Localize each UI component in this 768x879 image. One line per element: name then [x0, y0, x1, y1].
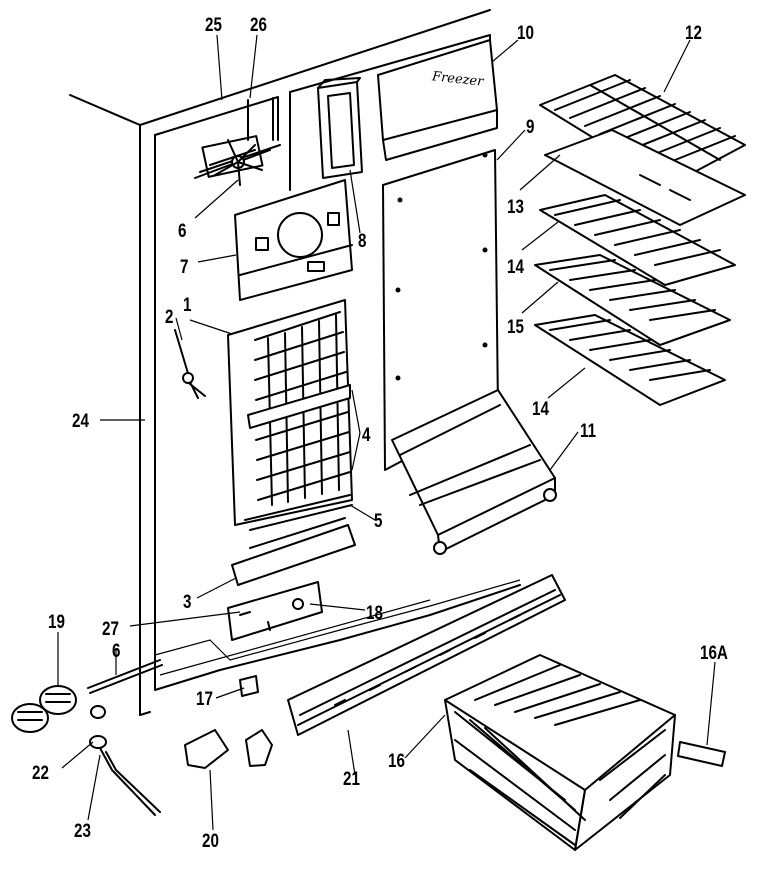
callout-23: 23: [74, 821, 91, 842]
drain-trough: [231, 517, 356, 586]
damper-link: [89, 705, 161, 816]
callout-11: 11: [580, 421, 597, 442]
cabinet-liner: [69, 9, 521, 716]
control-rod: [87, 659, 163, 694]
callout-26: 26: [250, 15, 267, 36]
callout-5: 5: [374, 511, 383, 532]
callout-14-upper: 14: [507, 257, 524, 278]
callout-2: 2: [165, 307, 174, 328]
callout-1: 1: [183, 295, 192, 316]
wire-basket: [444, 654, 676, 851]
callout-8: 8: [358, 231, 367, 252]
fastener-17: [239, 675, 259, 697]
callout-4: 4: [362, 425, 371, 446]
defrost-sensor: [174, 329, 206, 399]
evaporator-cover: [234, 179, 353, 301]
callout-16A: 16A: [700, 643, 728, 664]
control-knobs: [11, 685, 77, 733]
callout-9: 9: [526, 117, 535, 138]
callout-19: 19: [48, 612, 65, 633]
callout-22: 22: [32, 763, 49, 784]
callout-17: 17: [196, 689, 213, 710]
callout-7: 7: [180, 257, 189, 278]
wire-shelves: [534, 74, 746, 406]
callout-6-lower: 6: [112, 641, 121, 662]
fan-motor-assembly: [194, 97, 281, 186]
basket-slide-16A: [677, 741, 726, 767]
air-duct: [317, 77, 363, 179]
basket-rail: [287, 574, 566, 736]
callout-16: 16: [388, 751, 405, 772]
callout-12: 12: [685, 23, 702, 44]
callout-3: 3: [183, 592, 192, 613]
callout-10: 10: [517, 23, 534, 44]
callout-14-lower: 14: [532, 399, 549, 420]
callout-25: 25: [205, 15, 222, 36]
callout-20: 20: [202, 831, 219, 852]
callout-21: 21: [343, 769, 360, 790]
bottom-drain-pan: [391, 389, 557, 555]
leader-lines: [57, 34, 716, 831]
callout-27: 27: [102, 619, 119, 640]
callout-15: 15: [507, 317, 524, 338]
mounting-bracket: [227, 581, 323, 641]
callout-6-upper: 6: [178, 221, 187, 242]
callout-13: 13: [507, 197, 524, 218]
callout-24: 24: [72, 411, 89, 432]
freezer-nameplate-panel: [377, 39, 498, 161]
callout-18: 18: [366, 603, 383, 624]
damper-control-20: [184, 729, 273, 769]
evaporator-coil: [227, 299, 353, 531]
